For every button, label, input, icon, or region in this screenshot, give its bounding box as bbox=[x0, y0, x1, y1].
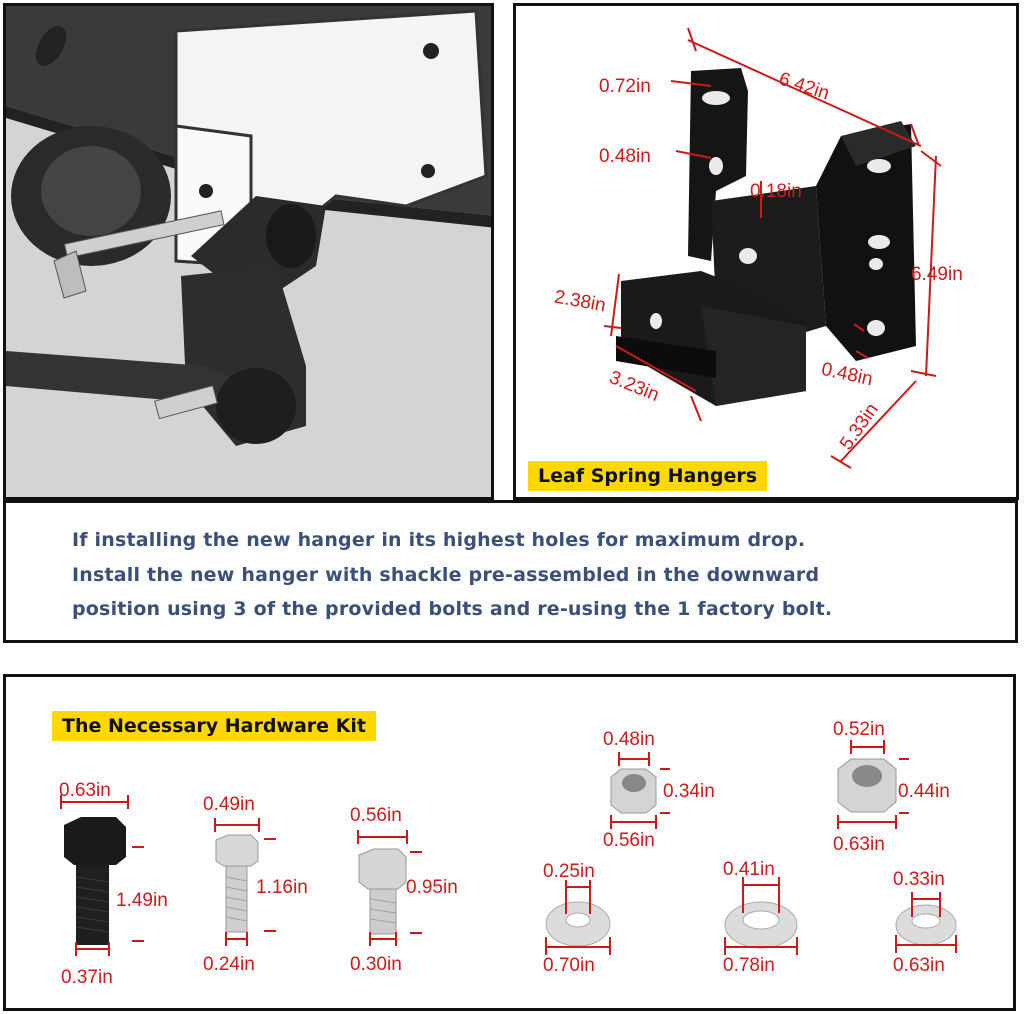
hanger-dimensions-panel: 0.72in 6.42in 0.48in 0.18in 6.49in 2.38i… bbox=[513, 3, 1019, 500]
nut-1-outer-dim: 0.56in bbox=[603, 830, 655, 851]
nut-1-inner-dim: 0.48in bbox=[603, 729, 655, 750]
bolt-1-length-dim: 1.49in bbox=[116, 890, 168, 911]
washer-3-illustration bbox=[895, 904, 957, 946]
dim-top-hole: 0.72in bbox=[599, 76, 651, 97]
washer-2-outer-dim: 0.78in bbox=[723, 955, 775, 976]
hanger-drawing bbox=[603, 27, 942, 469]
bolt-3-head-dim: 0.56in bbox=[350, 805, 402, 826]
nut-2-outer-dim: 0.63in bbox=[833, 834, 885, 855]
bolt-3-length-dim: 0.95in bbox=[406, 877, 458, 898]
nut-2-illustration bbox=[837, 758, 897, 813]
kit-label: The Necessary Hardware Kit bbox=[52, 711, 376, 741]
installed-hanger-photo bbox=[3, 3, 494, 500]
bolt-1-thread-dim: 0.37in bbox=[61, 967, 113, 988]
hardware-drawing bbox=[60, 740, 957, 956]
dim-mid-hole: 0.48in bbox=[599, 146, 651, 167]
note-line-3: position using 3 of the provided bolts a… bbox=[72, 598, 833, 620]
hardware-kit-panel: The Necessary Hardware Kit 0.63in 1.49in… bbox=[3, 674, 1016, 1011]
bolt-3-illustration bbox=[358, 848, 407, 935]
nut-1-height-dim: 0.34in bbox=[663, 781, 715, 802]
bolt-2-illustration bbox=[215, 834, 259, 933]
washer-2-illustration bbox=[724, 901, 798, 949]
washer-1-outer-dim: 0.70in bbox=[543, 955, 595, 976]
bolt-1-illustration bbox=[64, 817, 126, 945]
dim-thickness: 0.18in bbox=[750, 181, 802, 202]
washer-3-inner-dim: 0.33in bbox=[893, 869, 945, 890]
nut-2-inner-dim: 0.52in bbox=[833, 719, 885, 740]
washer-1-illustration bbox=[545, 901, 611, 947]
installed-hanger-illustration bbox=[6, 6, 491, 497]
bolt-1-head-dim: 0.63in bbox=[59, 780, 111, 801]
bolt-2-thread-dim: 0.24in bbox=[203, 954, 255, 975]
bolt-2-length-dim: 1.16in bbox=[256, 877, 308, 898]
washer-3-outer-dim: 0.63in bbox=[893, 955, 945, 976]
nut-2-height-dim: 0.44in bbox=[898, 781, 950, 802]
hanger-label: Leaf Spring Hangers bbox=[528, 461, 768, 491]
bolt-2-head-dim: 0.49in bbox=[203, 794, 255, 815]
washer-1-inner-dim: 0.25in bbox=[543, 861, 595, 882]
nut-1-illustration bbox=[610, 768, 657, 814]
bolt-3-thread-dim: 0.30in bbox=[350, 954, 402, 975]
note-line-2: Install the new hanger with shackle pre-… bbox=[72, 564, 820, 586]
install-note-panel: If installing the new hanger in its high… bbox=[3, 500, 1018, 643]
washer-2-inner-dim: 0.41in bbox=[723, 859, 775, 880]
note-line-1: If installing the new hanger in its high… bbox=[72, 529, 806, 551]
dim-height: 6.49in bbox=[911, 264, 963, 285]
